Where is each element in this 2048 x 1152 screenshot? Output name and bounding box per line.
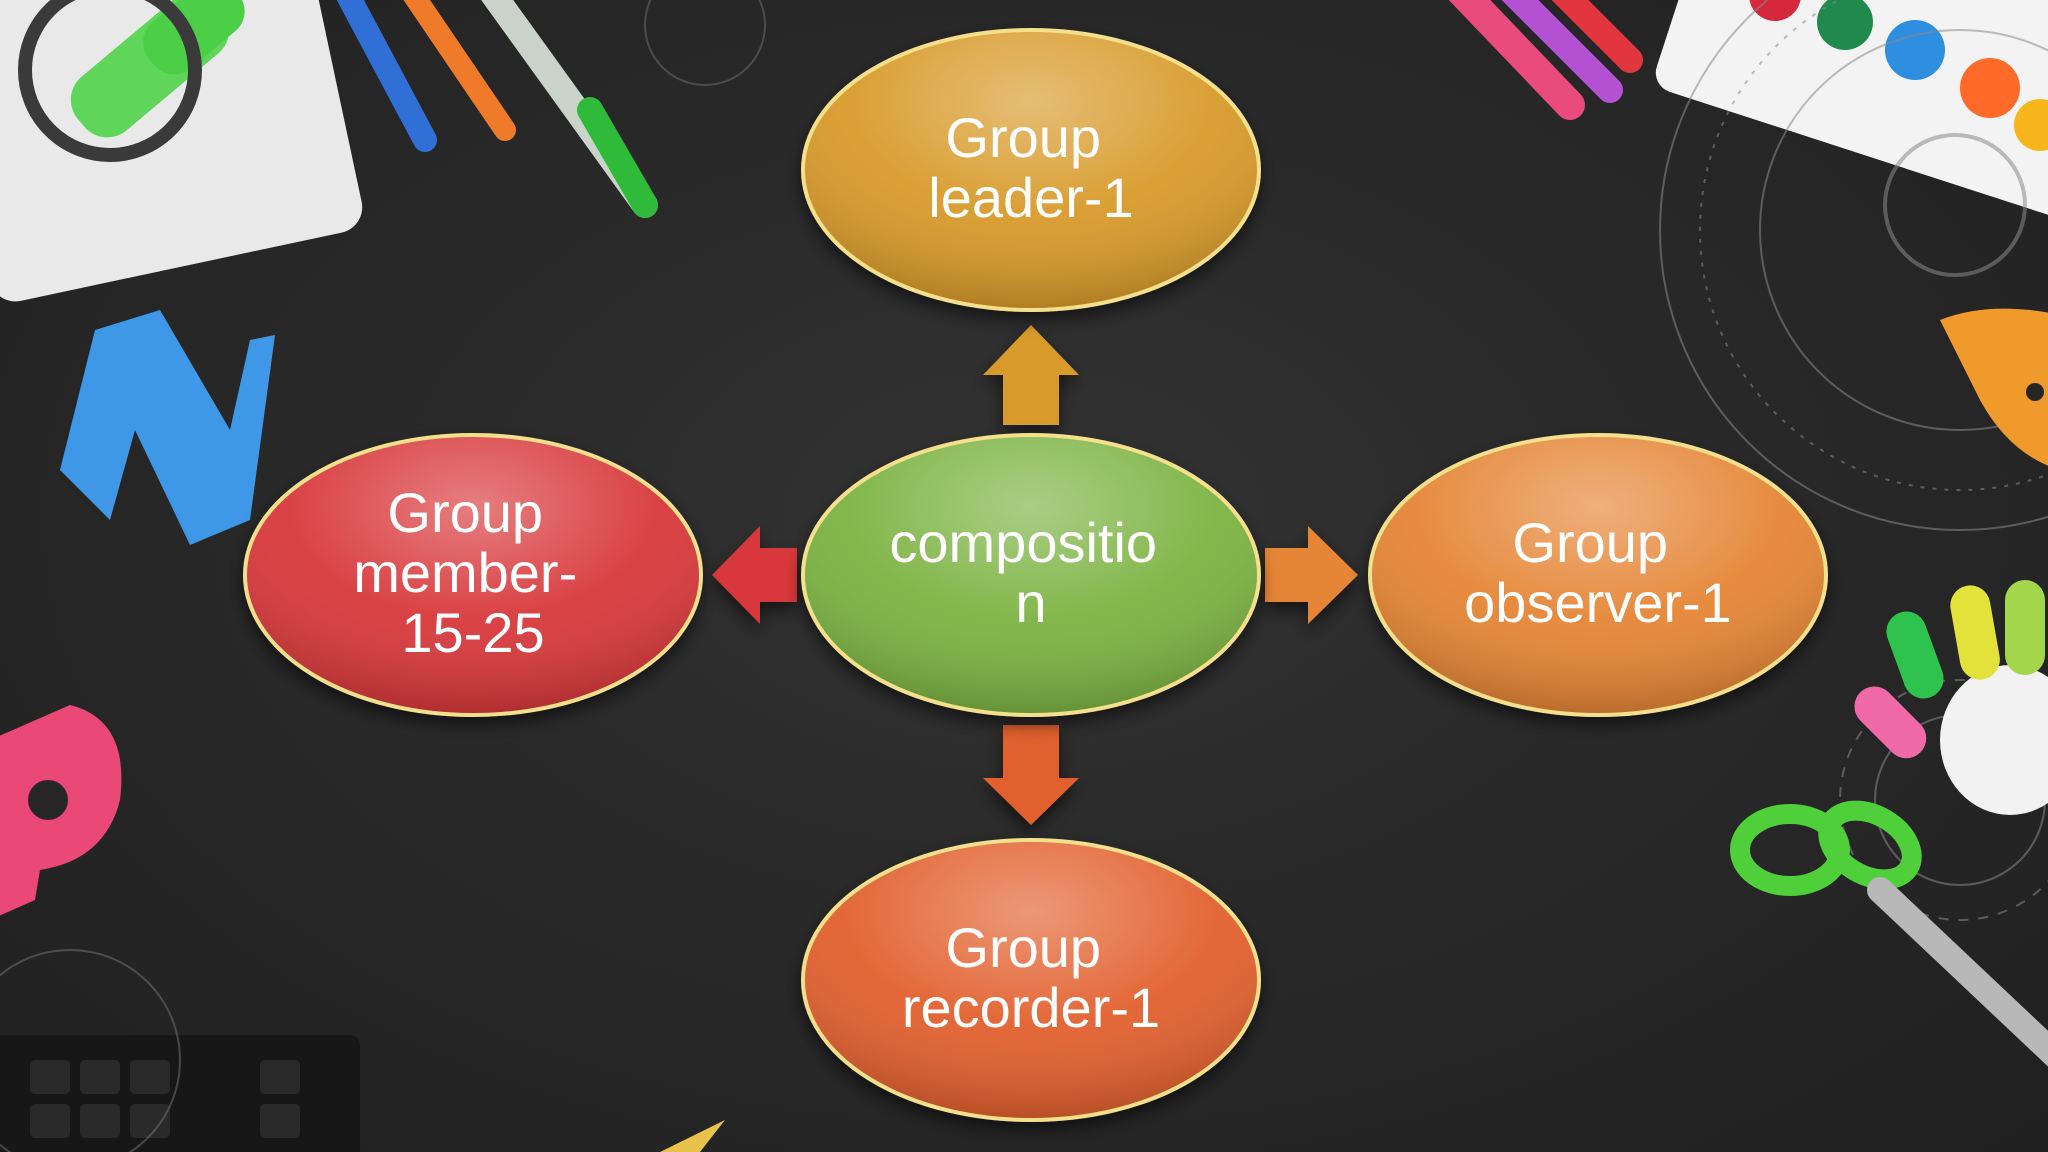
markers-decoration [1448,0,1643,120]
ring-decoration [644,0,766,86]
scissors-decoration [1730,800,2048,1067]
center-node-line-1: compositio [889,511,1157,574]
pencil-decoration [660,1120,725,1152]
top-node-label: Group leader-1 [928,106,1133,229]
top-node-line-1: Group [945,106,1101,169]
center-node-line-2: n [1015,571,1046,634]
bottom-node-gloss [805,842,1257,1118]
right-node-gloss [1372,437,1824,713]
tray-decoration [0,0,363,302]
center-node: compositio n [801,433,1261,717]
bottom-node: Group recorder-1 [801,838,1261,1122]
right-node-label: Group observer-1 [1464,511,1732,634]
keyboard-decoration [0,949,360,1152]
foam-letter-pink-decoration [0,705,122,916]
arrow-up [983,325,1079,425]
pens-decoration [336,0,658,218]
arrow-left [712,526,797,624]
center-node-label: compositio n [889,511,1172,634]
arrow-down [983,725,1079,825]
center-node-gloss [805,437,1257,713]
left-node-line-3: 15-25 [401,601,544,664]
left-node-line-1: Group [387,481,543,544]
top-node-gloss [805,32,1257,308]
left-node-line-2: member- [353,541,577,604]
bottom-node-line-1: Group [945,916,1101,979]
arrow-right [1265,526,1358,624]
left-node: Group member- 15-25 [243,433,703,717]
foam-triangle-orange-decoration [1940,308,2048,466]
right-node-line-2: observer-1 [1464,571,1732,634]
top-node-line-2: leader-1 [928,166,1133,229]
bottom-node-line-2: recorder-1 [902,976,1160,1039]
right-node-line-1: Group [1512,511,1668,574]
bottom-node-label: Group recorder-1 [902,916,1160,1039]
paint-brush-decoration [1854,580,2048,815]
top-node: Group leader-1 [801,28,1261,312]
right-node: Group observer-1 [1368,433,1828,717]
left-node-gloss [247,437,699,713]
foam-letter-blue-decoration [60,310,275,545]
left-node-label: Group member- 15-25 [353,481,593,664]
protractor-decoration [1659,0,2048,921]
